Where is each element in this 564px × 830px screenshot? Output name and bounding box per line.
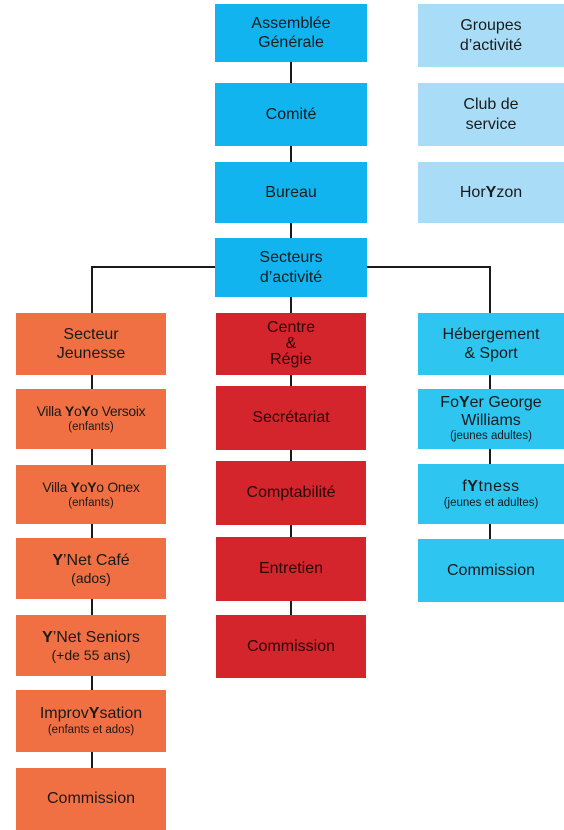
assemblee-line1: Assemblée — [251, 14, 331, 32]
club-service-box: Club de service — [418, 83, 564, 146]
yoyo-y-logo: Y — [81, 403, 91, 420]
hebergement-line2: & Sport — [464, 345, 518, 362]
assemblee-line2: Générale — [258, 34, 324, 51]
yoyo-y-logo: Y — [64, 403, 74, 420]
centre-commission-box: Commission — [216, 615, 366, 678]
horyzon-y-logo: Y — [485, 183, 497, 201]
improvysation-box: ImprovYsation (enfants et ados) — [16, 690, 166, 752]
yoyo-y-logo: Y — [70, 478, 80, 495]
jeunesse-commission-box: Commission — [16, 768, 166, 830]
ynet-cafe-box: Y’Net Café (ados) — [16, 538, 166, 599]
groupes-line1: Groupes — [460, 17, 522, 35]
improvysation-sub: (enfants et ados) — [47, 724, 135, 737]
foyer-label-line2: Williams — [461, 411, 521, 429]
ynet-cafe-label: Y’Net Café — [52, 551, 130, 569]
secteur-jeunesse-box: Secteur Jeunesse — [16, 313, 166, 375]
foyer-sub: (jeunes adultes) — [450, 430, 532, 443]
villa-versoix-sub: (enfants) — [68, 421, 114, 434]
hebergement-line1: Hébergement — [442, 325, 540, 343]
ynet-y-logo: Y — [42, 628, 53, 646]
club-line1: Club de — [463, 96, 519, 114]
centre-line2: & — [285, 335, 297, 352]
villa-onex-label: Villa YoYo Onex — [42, 478, 140, 495]
secteurs-line1: Secteurs — [259, 249, 323, 267]
ynet-cafe-sub: (ados) — [71, 569, 111, 586]
yoyo-y-logo: Y — [87, 478, 97, 495]
connector-main-vertical — [290, 60, 292, 240]
hebergement-commission-label: Commission — [446, 561, 535, 579]
connector-centre-vertical — [290, 296, 292, 618]
groupes-activite-box: Groupes d’activité — [418, 4, 564, 67]
bureau-label: Bureau — [265, 183, 317, 201]
horyzon-label: HorYzon — [459, 183, 523, 201]
centre-line3: Régie — [270, 351, 312, 368]
improvysation-y-logo: Y — [88, 705, 100, 723]
comite-box: Comité — [215, 83, 367, 146]
villa-onex-sub: (enfants) — [68, 496, 114, 509]
centre-commission-label: Commission — [246, 637, 335, 655]
villa-yoyo-onex-box: Villa YoYo Onex (enfants) — [16, 465, 166, 524]
ynet-y-logo: Y — [52, 551, 63, 569]
hebergement-sport-box: Hébergement & Sport — [418, 313, 564, 375]
fytness-label: fYtness — [462, 478, 520, 496]
ynet-seniors-sub: (+de 55 ans) — [51, 646, 131, 663]
hebergement-commission-box: Commission — [418, 539, 564, 602]
foyer-label-line1: FoYer George — [440, 394, 542, 412]
improvysation-label: ImprovYsation — [39, 705, 143, 723]
club-line2: service — [465, 115, 517, 133]
jeunesse-line1: Secteur — [63, 325, 119, 343]
bureau-box: Bureau — [215, 162, 367, 223]
centre-line1: Centre — [266, 319, 316, 336]
groupes-line2: d’activité — [459, 36, 523, 54]
entretien-box: Entretien — [216, 537, 366, 601]
fytness-y-logo: Y — [467, 478, 479, 496]
foyer-y-logo: Y — [458, 394, 470, 412]
fytness-sub: (jeunes et adultes) — [443, 497, 539, 510]
villa-yoyo-versoix-box: Villa YoYo Versoix (enfants) — [16, 389, 166, 449]
comptabilite-label: Comptabilité — [246, 484, 336, 502]
secretariat-label: Secrétariat — [252, 409, 330, 427]
assemblee-generale-box: Assemblée Générale — [215, 4, 367, 62]
secteurs-activite-box: Secteurs d’activité — [215, 238, 367, 297]
comite-label: Comité — [265, 105, 317, 123]
foyer-george-williams-box: FoYer George Williams (jeunes adultes) — [418, 389, 564, 449]
comptabilite-box: Comptabilité — [216, 461, 366, 525]
secretariat-box: Secrétariat — [216, 386, 366, 450]
centre-regie-box: Centre & Régie — [216, 313, 366, 375]
ynet-seniors-label: Y’Net Seniors — [42, 628, 140, 646]
horyzon-box: HorYzon — [418, 162, 564, 223]
entretien-label: Entretien — [258, 560, 324, 578]
secteurs-line2: d’activité — [259, 268, 323, 286]
villa-versoix-label: Villa YoYo Versoix — [36, 403, 146, 420]
jeunesse-commission-label: Commission — [46, 790, 135, 808]
ynet-seniors-box: Y’Net Seniors (+de 55 ans) — [16, 615, 166, 676]
fytness-box: fYtness (jeunes et adultes) — [418, 464, 564, 524]
jeunesse-line2: Jeunesse — [56, 345, 126, 362]
